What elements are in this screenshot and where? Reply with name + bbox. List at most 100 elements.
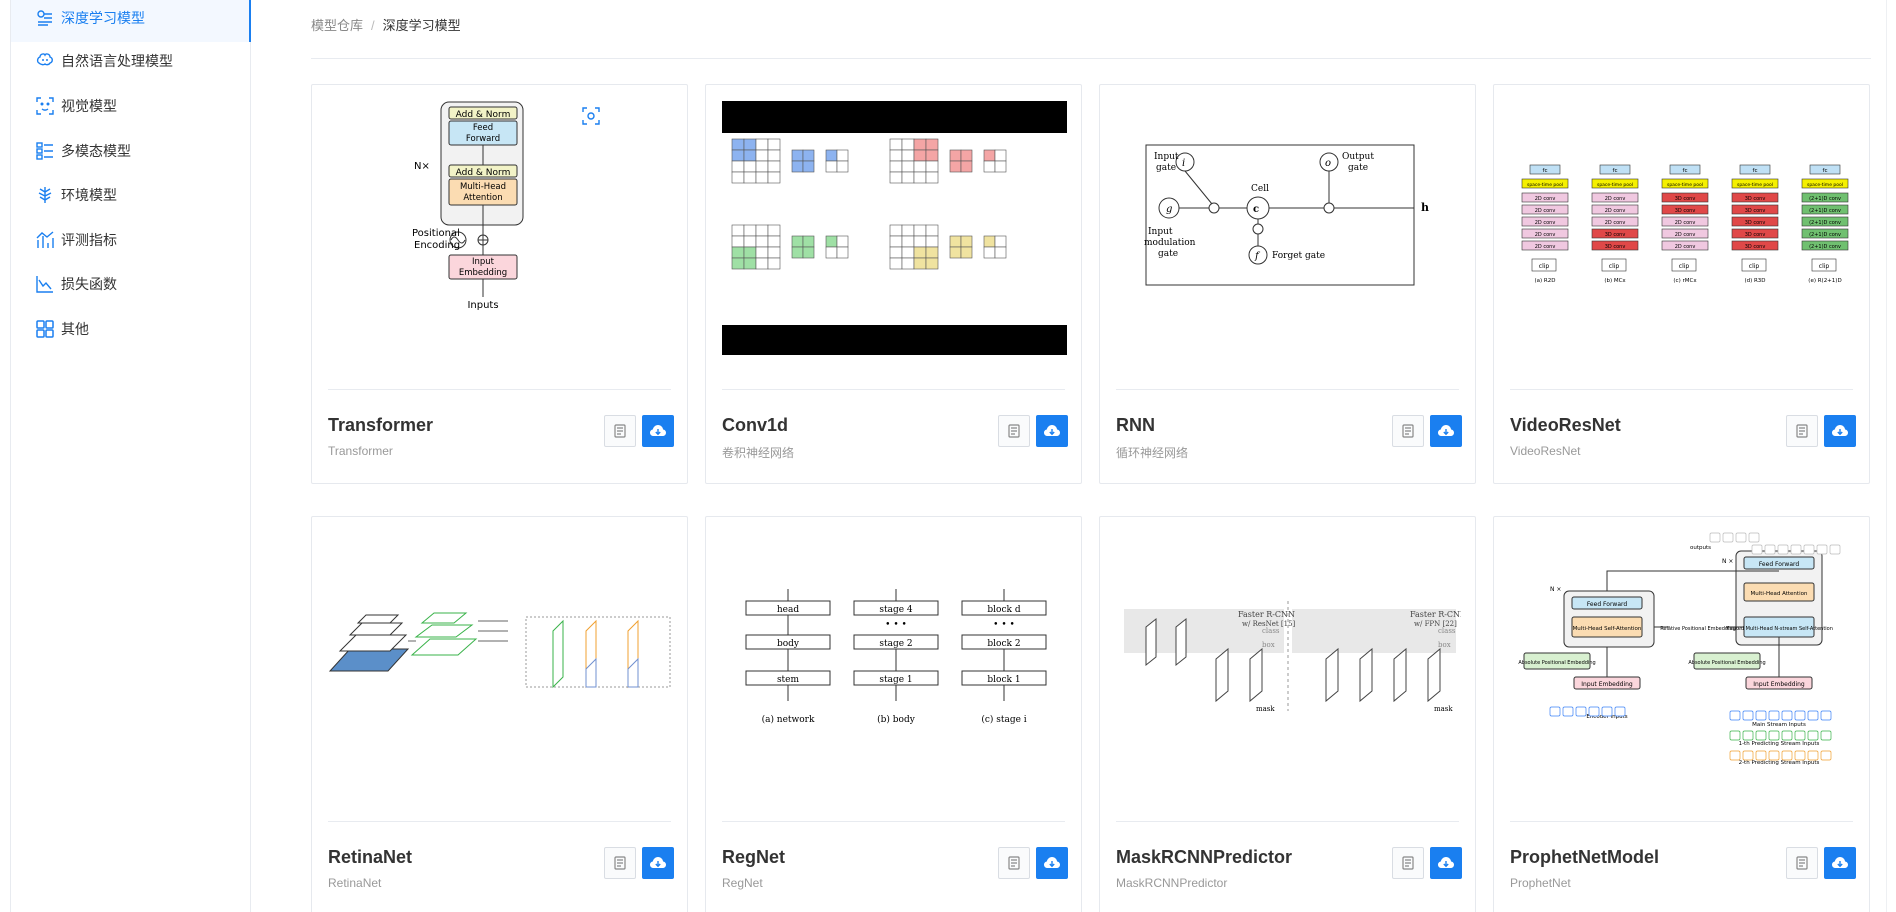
svg-text:3D conv: 3D conv: [1605, 232, 1626, 238]
fullscreen-icon[interactable]: [582, 107, 600, 125]
document-icon: [614, 424, 626, 438]
docs-button[interactable]: [604, 847, 636, 879]
model-card-regnet[interactable]: head body stem stage 4 stage 2 stage 1 b…: [705, 516, 1082, 912]
svg-text:2D conv: 2D conv: [1535, 220, 1556, 226]
sidebar-item-label: 其他: [61, 321, 89, 337]
download-button[interactable]: [642, 415, 674, 447]
svg-text:box: box: [1438, 641, 1451, 649]
card-title[interactable]: Conv1d: [722, 415, 789, 435]
model-card-maskrcnn[interactable]: Faster R-CNN w/ ResNet [15] Faster R-CNN…: [1099, 516, 1476, 912]
svg-text:stage 4: stage 4: [879, 605, 913, 615]
svg-text:clip: clip: [1679, 263, 1690, 270]
sidebar-item-other[interactable]: 其他: [11, 305, 251, 353]
svg-text:h: h: [1421, 201, 1429, 214]
model-diagram: [328, 531, 673, 789]
sidebar-item-metrics[interactable]: 评测指标: [11, 216, 251, 264]
svg-text:box: box: [1262, 641, 1275, 649]
docs-button[interactable]: [1786, 415, 1818, 447]
svg-text:body: body: [777, 639, 800, 649]
card-title[interactable]: VideoResNet: [1510, 415, 1621, 435]
svg-text:2D conv: 2D conv: [1605, 196, 1626, 202]
model-card-prophetnet[interactable]: Feed Forward Multi-Head Self-Attention F…: [1493, 516, 1870, 912]
docs-button[interactable]: [1392, 415, 1424, 447]
svg-text:Input Embedding: Input Embedding: [1581, 681, 1633, 688]
model-card-rnn[interactable]: i o g c f Input gate Output gate Cell Fo…: [1099, 84, 1476, 484]
cloud-download-icon: [1044, 425, 1060, 436]
svg-text:3D conv: 3D conv: [1745, 232, 1766, 238]
svg-text:g: g: [1166, 204, 1172, 215]
download-button[interactable]: [1824, 847, 1856, 879]
card-title[interactable]: Transformer: [328, 415, 434, 435]
docs-button[interactable]: [1392, 847, 1424, 879]
cloud-download-icon: [1438, 857, 1454, 868]
download-button[interactable]: [1824, 415, 1856, 447]
card-title[interactable]: RegNet: [722, 847, 786, 867]
svg-text:(c) rMCx: (c) rMCx: [1673, 278, 1697, 284]
model-diagram: head body stem stage 4 stage 2 stage 1 b…: [722, 531, 1067, 789]
card-title[interactable]: RNN: [1116, 415, 1155, 435]
card-title[interactable]: RetinaNet: [328, 847, 413, 867]
svg-text:Encoding: Encoding: [414, 240, 460, 251]
docs-button[interactable]: [998, 847, 1030, 879]
svg-text:Faster R-CNN: Faster R-CNN: [1410, 610, 1461, 619]
model-card-retinanet[interactable]: RetinaNet RetinaNet: [311, 516, 688, 912]
docs-button[interactable]: [604, 415, 636, 447]
card-title[interactable]: MaskRCNNPredictor: [1116, 847, 1293, 867]
conv-grid-diagram: [722, 101, 1067, 355]
main-content: 模型仓库/深度学习模型 Add & Norm Feed Forward Add …: [252, 0, 1896, 912]
svg-text:Absolute Positional Embedding: Absolute Positional Embedding: [1688, 660, 1765, 666]
download-button[interactable]: [1036, 415, 1068, 447]
svg-text:(2+1)D conv: (2+1)D conv: [1809, 244, 1841, 250]
svg-text:i: i: [1182, 158, 1185, 169]
cloud-download-icon: [650, 857, 666, 868]
sidebar-item-nlp[interactable]: 自然语言处理模型: [11, 37, 251, 85]
docs-button[interactable]: [1786, 847, 1818, 879]
sidebar-item-label: 损失函数: [61, 276, 117, 292]
svg-text:outputs: outputs: [1690, 545, 1711, 551]
svg-text:2D conv: 2D conv: [1675, 244, 1696, 250]
download-button[interactable]: [1036, 847, 1068, 879]
svg-text:3D conv: 3D conv: [1675, 208, 1696, 214]
download-button[interactable]: [1430, 415, 1462, 447]
svg-text:gate: gate: [1156, 163, 1176, 173]
card-subtitle: RegNet: [722, 876, 763, 890]
svg-text:(c) stage i: (c) stage i: [981, 714, 1026, 725]
svg-text:Encoder Inputs: Encoder Inputs: [1586, 714, 1627, 720]
scrollbar[interactable]: [1886, 0, 1896, 912]
svg-text:Multi-Head: Multi-Head: [460, 182, 506, 192]
svg-text:N ×: N ×: [1722, 558, 1733, 565]
svg-text:Input: Input: [472, 257, 495, 267]
download-button[interactable]: [1430, 847, 1462, 879]
sidebar-item-multimodal[interactable]: 多模态模型: [11, 127, 251, 175]
svg-text:N×: N×: [414, 161, 430, 172]
card-divider: [722, 821, 1065, 822]
sidebar-item-vision[interactable]: 视觉模型: [11, 82, 251, 130]
model-diagram: Faster R-CNN w/ ResNet [15] Faster R-CNN…: [1116, 531, 1461, 789]
sidebar-item-deep-learning[interactable]: 深度学习模型: [11, 0, 251, 42]
svg-text:block 1: block 1: [987, 675, 1020, 685]
svg-text:Absolute Positional Embedding: Absolute Positional Embedding: [1518, 660, 1595, 666]
document-icon: [614, 856, 626, 870]
model-diagram: [722, 99, 1067, 357]
sidebar-item-label: 评测指标: [61, 232, 117, 248]
svg-text:2D conv: 2D conv: [1535, 196, 1556, 202]
card-subtitle: ProphetNet: [1510, 876, 1571, 890]
document-icon: [1402, 424, 1414, 438]
mask-rcnn-diagram: Faster R-CNN w/ ResNet [15] Faster R-CNN…: [1124, 601, 1461, 713]
svg-text:(2+1)D conv: (2+1)D conv: [1809, 208, 1841, 214]
model-card-conv1d[interactable]: Conv1d 卷积神经网络: [705, 84, 1082, 484]
docs-button[interactable]: [998, 415, 1030, 447]
sidebar-item-loss[interactable]: 损失函数: [11, 260, 251, 308]
model-card-transformer[interactable]: Add & Norm Feed Forward Add & Norm Multi…: [311, 84, 688, 484]
card-divider: [328, 821, 671, 822]
download-button[interactable]: [642, 847, 674, 879]
nlp-brain-icon: [35, 51, 55, 71]
svg-text:space-time pool: space-time pool: [1807, 182, 1843, 188]
breadcrumb-root[interactable]: 模型仓库: [311, 18, 364, 33]
card-title[interactable]: ProphetNetModel: [1510, 847, 1660, 867]
svg-text:3D conv: 3D conv: [1605, 244, 1626, 250]
sidebar-item-environment[interactable]: 环境模型: [11, 171, 251, 219]
